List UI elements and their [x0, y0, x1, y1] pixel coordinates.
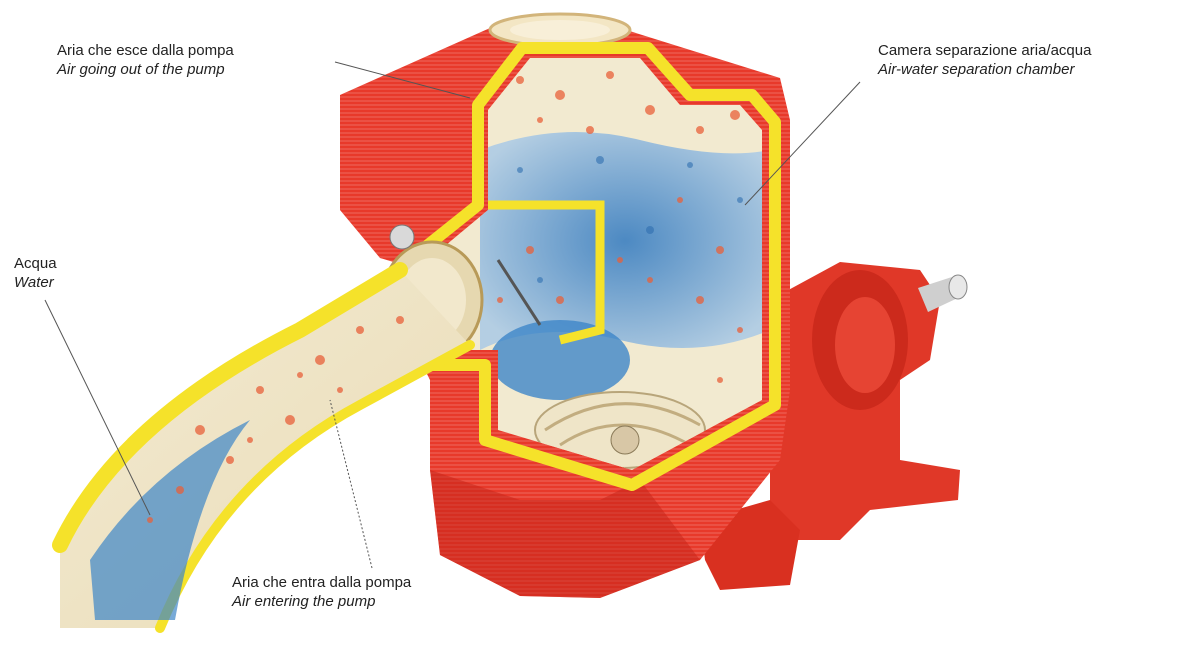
label-water-english: Water — [14, 273, 57, 292]
label-water: Acqua Water — [14, 254, 57, 292]
label-separation-english: Air-water separation chamber — [878, 60, 1091, 79]
label-air-in-italian: Aria che entra dalla pompa — [232, 573, 411, 592]
label-separation-chamber: Camera separazione aria/acqua Air-water … — [878, 41, 1091, 79]
label-water-italian: Acqua — [14, 254, 57, 273]
label-air-in: Aria che entra dalla pompa Air entering … — [232, 573, 411, 611]
label-air-in-english: Air entering the pump — [232, 592, 411, 611]
label-air-out-italian: Aria che esce dalla pompa — [57, 41, 234, 60]
label-separation-italian: Camera separazione aria/acqua — [878, 41, 1091, 60]
label-air-out: Aria che esce dalla pompa Air going out … — [57, 41, 234, 79]
leader-air-in — [330, 400, 372, 568]
label-air-out-english: Air going out of the pump — [57, 60, 234, 79]
